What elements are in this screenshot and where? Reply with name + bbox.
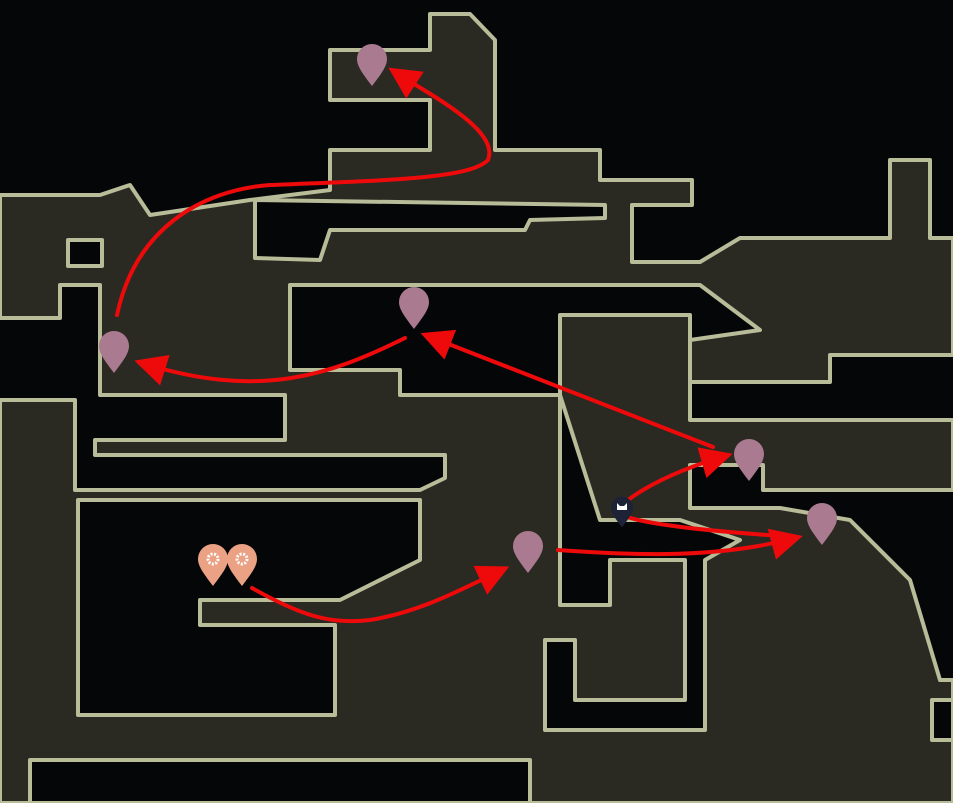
map-rooms — [0, 12, 953, 803]
room-bottom-strip — [28, 758, 532, 803]
room-right-alcove — [930, 698, 953, 742]
knight-head-icon — [617, 503, 627, 510]
gear-icon — [206, 552, 220, 566]
route-arrow — [115, 67, 492, 317]
location-pin[interactable] — [734, 439, 764, 481]
bench-pin[interactable] — [227, 544, 257, 586]
player-marker[interactable] — [611, 496, 633, 528]
map-pin-icon — [734, 439, 764, 481]
gear-icon — [235, 552, 249, 566]
room-top-tower — [0, 12, 953, 803]
map-pin-icon — [611, 496, 633, 528]
map-pin-icon — [513, 531, 543, 573]
route-arrow — [556, 528, 803, 560]
location-pin[interactable] — [399, 287, 429, 329]
map-pin-icon — [357, 44, 387, 86]
room-small-block — [66, 238, 104, 268]
bench-pin[interactable] — [198, 544, 228, 586]
location-pin[interactable] — [357, 44, 387, 86]
route-arrow — [250, 565, 510, 624]
route-arrow — [134, 336, 407, 386]
map-pins — [99, 44, 837, 586]
location-pin[interactable] — [99, 331, 129, 373]
room-inner-hall — [253, 198, 607, 262]
room-lower-left — [76, 498, 422, 717]
map-pin-icon — [399, 287, 429, 329]
map-pin-icon — [807, 503, 837, 545]
map-pin-icon — [99, 331, 129, 373]
location-pin[interactable] — [513, 531, 543, 573]
route-arrow — [420, 329, 715, 449]
location-pin[interactable] — [807, 503, 837, 545]
